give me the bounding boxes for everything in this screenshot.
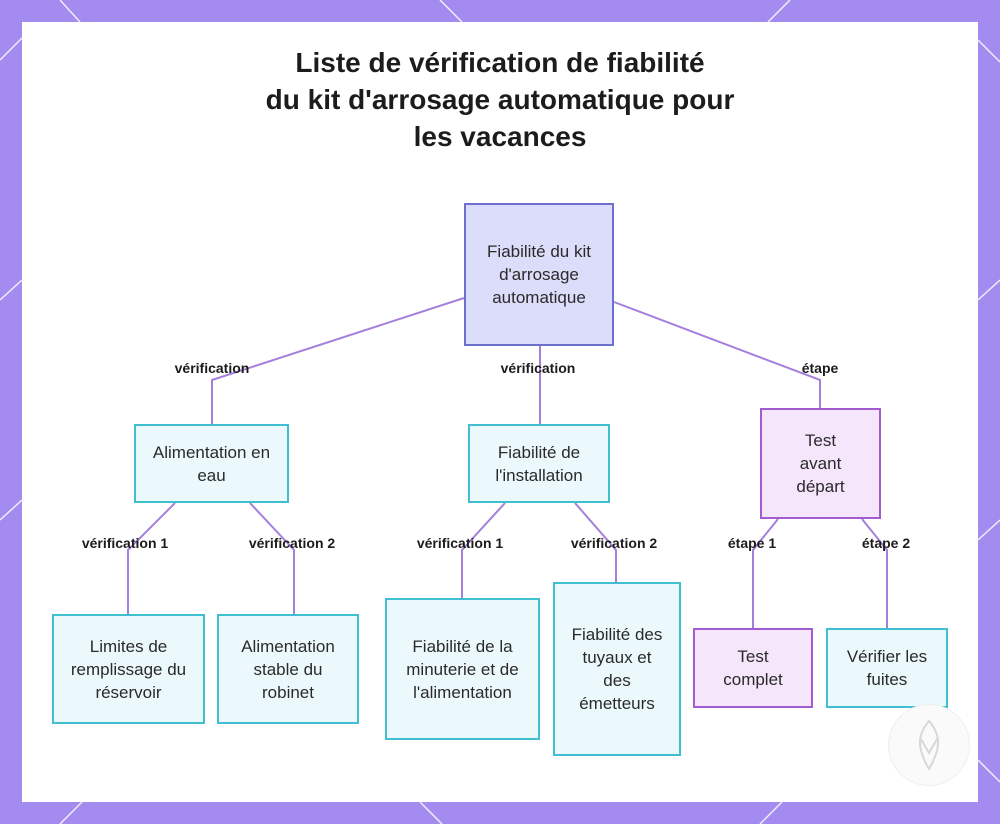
diagram-title: Liste de vérification de fiabilité du ki… — [0, 44, 1000, 155]
edge-test-leaks — [861, 518, 888, 628]
node-timer-power-label: Fiabilité de la minuterie et de l'alimen… — [406, 636, 519, 702]
title-line-1: Liste de vérification de fiabilité — [295, 47, 705, 78]
node-water-supply-label: Alimentation en eau — [152, 442, 271, 485]
edge-install-tubes — [574, 502, 617, 582]
title-line-2: du kit d'arrosage automatique pour — [265, 84, 735, 115]
edge-label-root-water: vérification — [174, 360, 250, 376]
edge-label-water-v1: vérification 1 — [81, 535, 169, 551]
leaf-logo-icon — [888, 704, 970, 786]
edge-label-root-test: étape — [801, 360, 839, 376]
node-installation-label: Fiabilité de l'installation — [495, 442, 583, 485]
edge-label-root-install: vérification — [500, 360, 576, 376]
edge-water-reservoir — [127, 502, 176, 614]
edge-test-full — [752, 518, 779, 628]
node-installation[interactable]: Fiabilité de l'installation — [468, 424, 610, 503]
node-reservoir-limits-label: Limites de remplissage du réservoir — [70, 636, 187, 702]
edge-label-test-s2: étape 2 — [861, 535, 911, 551]
node-full-test-label: Test complet — [723, 647, 783, 689]
edge-water-tap — [249, 502, 295, 614]
node-root-label: Fiabilité du kit d'arrosage automatique — [487, 242, 591, 307]
node-tubes-emitters[interactable]: Fiabilité des tuyaux et des émetteurs — [553, 582, 681, 756]
edge-root-water — [211, 297, 465, 424]
node-test-before-departure-label: Test avant départ — [796, 431, 845, 496]
leaf-logo-shape — [919, 719, 939, 771]
edge-install-timer — [461, 502, 506, 598]
node-tap-supply-label: Alimentation stable du robinet — [241, 636, 335, 702]
edge-label-water-v2: vérification 2 — [248, 535, 336, 551]
node-reservoir-limits[interactable]: Limites de remplissage du réservoir — [52, 614, 205, 724]
edge-label-test-s1: étape 1 — [727, 535, 777, 551]
node-root[interactable]: Fiabilité du kit d'arrosage automatique — [464, 203, 614, 346]
title-line-3: les vacances — [413, 121, 587, 152]
node-timer-power[interactable]: Fiabilité de la minuterie et de l'alimen… — [385, 598, 540, 740]
node-test-before-departure[interactable]: Test avant départ — [760, 408, 881, 519]
edge-label-install-v2: vérification 2 — [570, 535, 658, 551]
node-check-leaks-label: Vérifier les fuites — [846, 647, 928, 689]
edge-label-install-v1: vérification 1 — [416, 535, 504, 551]
node-water-supply[interactable]: Alimentation en eau — [134, 424, 289, 503]
node-tubes-emitters-label: Fiabilité des tuyaux et des émetteurs — [571, 625, 663, 713]
node-full-test[interactable]: Test complet — [693, 628, 813, 708]
node-tap-supply[interactable]: Alimentation stable du robinet — [217, 614, 359, 724]
edge-root-test — [613, 301, 821, 408]
node-check-leaks[interactable]: Vérifier les fuites — [826, 628, 948, 708]
